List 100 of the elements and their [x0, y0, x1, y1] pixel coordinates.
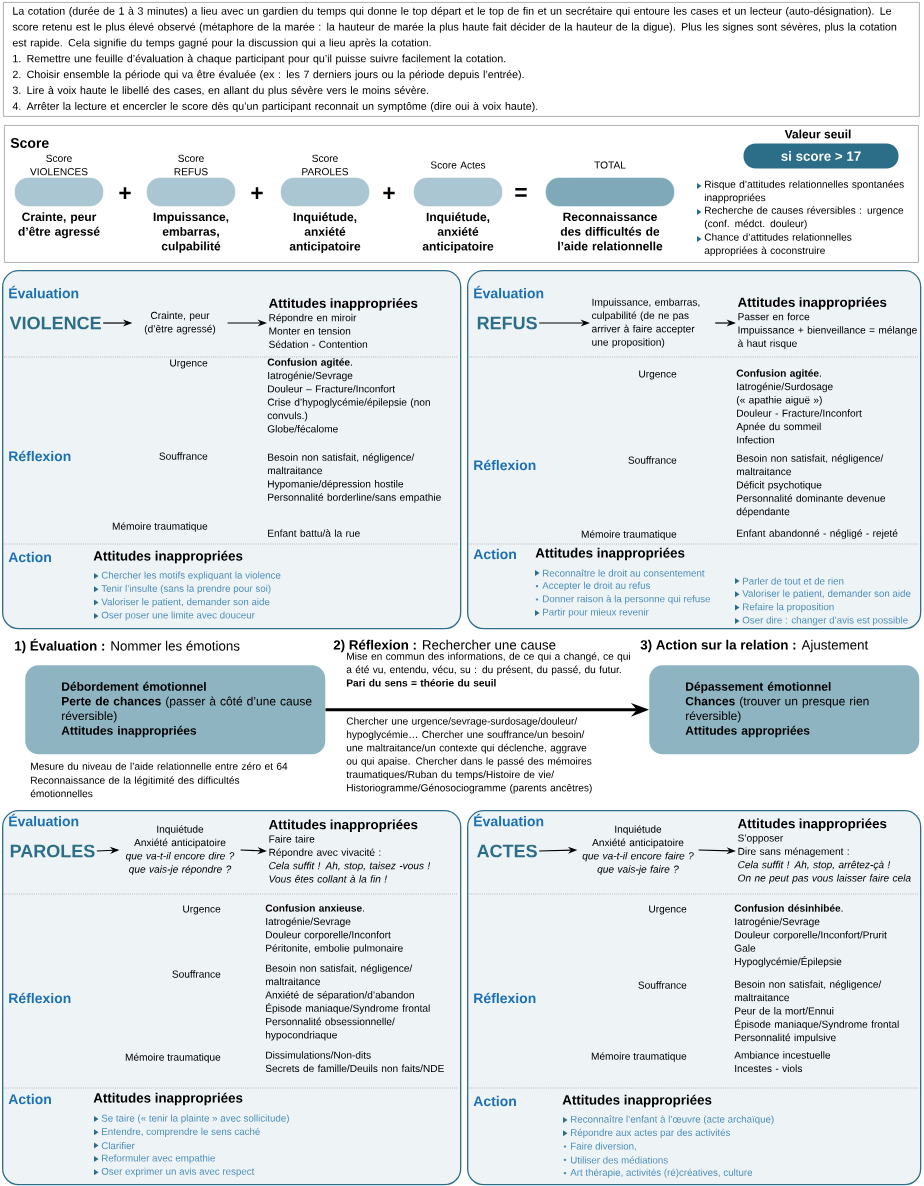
node-label: Débordement émotionnel: [62, 681, 206, 691]
score-slot: TOTAL Reconnaissance des difficultés de l’aide relationnelle: [545, 161, 675, 251]
list-item: Parler de tout et de rien: [735, 577, 844, 585]
row-label: Mémoire traumatique: [581, 530, 677, 540]
list-item: Accepter le droit au refus: [535, 581, 651, 591]
section-heading: Évaluation: [474, 285, 544, 299]
node-label: Hypoglycémie/Épilepsie: [735, 956, 842, 968]
cause-list: Confusion agitée. Iatrogénie/Sevrage Douleur – Fracture/Inconfort Crise d’hypoglycémie/épilepsie (non convuls.) Globe/fécalome: [267, 358, 430, 433]
cause-list: Enfant battu/à la rue: [268, 529, 360, 537]
node-label: Iatrogénie/Sevrage: [735, 917, 820, 928]
score-slot: Score VIOLENCES Crainte, peur d’être agressé: [14, 154, 104, 239]
list-item: Art thérapie, activités (ré)créatives, culture: [563, 1168, 753, 1178]
cause-list: Confusion désinhibée. Iatrogénie/Sevrage Douleur corporelle/Inconfort/Prurit Gale Hypoglycémie/Épilepsie: [734, 904, 887, 968]
node-label: Inquiétude, anxiété anticipatoire: [422, 212, 494, 253]
node-label: Gale: [734, 944, 756, 952]
state-box: Débordement émotionnel Perte de chances (passer à côté d’une cause réversible) Attitudes inappropriées: [25, 665, 326, 755]
node-label: Score PAROLES: [302, 154, 349, 176]
cause-list: Ambiance incestuelle Incestes - viols: [734, 1051, 831, 1073]
row-label: Mémoire traumatique: [125, 1053, 221, 1063]
cause-list: Besoin non satisfait, négligence/ maltraitance Déficit psychotique Personnalité dominante devenue dépendante: [736, 454, 886, 518]
operator-sign: =: [515, 188, 527, 197]
operator-sign: +: [251, 187, 263, 199]
operator-sign: +: [119, 187, 131, 199]
list-item: Reformuler avec empathie: [94, 1154, 215, 1164]
keyword: VIOLENCE: [9, 316, 101, 330]
row-label: Mémoire traumatique: [591, 1052, 687, 1062]
cause-list: Besoin non satisfait, négligence/ maltraitance Hypomanie/dépression hostile Personnalité borderline/sans empathie: [267, 453, 441, 503]
cause-list: Enfant abandonné - négligé - rejeté: [737, 529, 898, 539]
list-item: Faire diversion,: [563, 1142, 636, 1151]
list-heading: Attitudes inappropriées: [535, 547, 685, 561]
list-item: Utiliser des médiations: [563, 1156, 668, 1164]
node-label: Personnalité impulsive: [735, 1033, 836, 1044]
section-heading: Évaluation: [474, 813, 544, 827]
feeling-text: Crainte, peur (d’être agressé): [144, 311, 216, 335]
score-slot: Score REFUS Impuissance, embarras, culpabilité: [146, 154, 236, 253]
list-heading: Attitudes inappropriées: [93, 1092, 243, 1106]
node-label: Confusion agitée.: [736, 369, 821, 379]
operator-sign: +: [383, 187, 395, 199]
list-item: Reconnaître le droit au consentement: [535, 569, 705, 577]
badge-heading: Valeur seuil: [784, 129, 851, 139]
list-heading: Attitudes inappropriées: [93, 550, 243, 564]
bullet-item: Risque d’attitudes relationnelles spontanées inappropriées: [697, 180, 904, 204]
step-heading: 3) Action sur la relation : Ajustement: [640, 639, 869, 653]
row-label: Urgence: [183, 905, 221, 915]
node-label: Douleur corporelle/Inconfort: [266, 930, 391, 941]
panel-heading: Score: [10, 138, 49, 148]
row-label: Souffrance: [172, 970, 221, 978]
node-label: Besoin non satisfait, négligence/ maltraitance: [734, 980, 882, 1002]
row-label: Urgence: [170, 359, 208, 369]
cause-list: Besoin non satisfait, négligence/ maltraitance Anxiété de séparation/d’abandon Épisode maniaque/Syndrome frontal Personnalité obsessionnelle/ hypocondriaque: [265, 964, 430, 1041]
list-item: Valoriser le patient, demander son aide: [735, 589, 911, 599]
node-label: Apnée du sommeil: [736, 422, 821, 433]
feeling-text: Inquiétude Anxiété anticipatoire que va-t-il encore dire ? que vais-je répondre ?: [126, 825, 235, 875]
list-item: Reconnaître l’enfant à l’œuvre (acte archaïque): [563, 1115, 774, 1125]
node-label: Infection: [737, 436, 774, 444]
list-item: Tenir l’insulte (sans la prendre pour soi): [94, 584, 271, 594]
row-label: Urgence: [649, 905, 687, 915]
list-item: Oser exprimer un avis avec respect: [94, 1167, 255, 1177]
section-heading: Réflexion: [9, 992, 71, 1004]
list-item: Entendre, comprendre le sens caché: [94, 1127, 260, 1137]
cause-list: Confusion agitée. Iatrogénie/Surdosage (« apathie aiguë ») Douleur - Fracture/Inconfort Apnée du sommeil Infection: [736, 369, 862, 444]
list-item: Répondre aux actes par des activités: [563, 1128, 731, 1138]
row-label: Mémoire traumatique: [112, 522, 208, 532]
list-item: Valoriser le patient, demander son aide: [94, 598, 270, 608]
section-heading: Action: [8, 551, 51, 563]
note-text: Mesure du niveau de l’aide relationnelle entre zéro et 64: [31, 762, 288, 770]
row-label: Souffrance: [159, 452, 208, 460]
node-label: Confusion anxieuse.: [265, 904, 364, 912]
score-slot: Score Actes Inquiétude, anxiété anticipatoire: [413, 161, 503, 253]
node-label: Besoin non satisfait, négligence/ maltraitance: [265, 964, 413, 986]
node-label: Globe/fécalome: [267, 424, 338, 433]
section-heading: Action: [473, 548, 516, 560]
list-item: Se taire (« tenir la plainte » avec sollicitude): [94, 1114, 289, 1124]
attitude-list: Attitudes inappropriées Faire taire Répondre avec vivacité : Cela suffit ! Ah, stop, taisez -vous ! Vous êtes collant à la fin !: [268, 819, 431, 883]
node-label: Douleur - Fracture/Inconfort: [737, 409, 862, 417]
node-label: Iatrogénie/Sevrage: [266, 917, 351, 928]
node-label: Score REFUS: [174, 154, 208, 176]
section-heading: Réflexion: [9, 450, 71, 462]
score-slot: Score PAROLES Inquiétude, anxiété anticipatoire: [280, 154, 370, 253]
list-item: Chercher les motifs expliquant la violence: [94, 571, 281, 581]
node-label: TOTAL: [594, 161, 626, 169]
list-item: Partir pour mieux revenir: [535, 608, 649, 618]
attitude-list: Attitudes inappropriées Passer en force Impuissance + bienveillance = mélange à haut risque: [737, 297, 917, 349]
attitude-list: Attitudes inappropriées S’opposer Dire sans ménagement : Cela suffit ! Ah, stop, arrêtez-çà ! On ne peut pas vous laisser faire cela: [737, 818, 911, 884]
node-label: Douleur – Fracture/Inconfort: [268, 385, 396, 393]
node-label: Score VIOLENCES: [30, 154, 88, 176]
node-label: Crise d’hypoglycémie/épilepsie (non convuls.): [267, 398, 430, 422]
list-item: Oser dire : changer d’avis est possible: [735, 616, 908, 626]
node-label: Iatrogénie/Sevrage: [268, 371, 353, 382]
row-label: Urgence: [639, 370, 677, 380]
section-heading: Action: [8, 1093, 51, 1105]
node-label: Péritonite, embolie pulmonaire: [266, 944, 403, 954]
row-label: Souffrance: [638, 981, 687, 989]
list-item: Clarifier: [94, 1142, 135, 1150]
note-text: Chercher une urgence/sevrage-surdosage/douleur/ hypoglycémie… Chercher une souffrance/un besoin/ une maltraitance/un contexte qui déclenche, aggrave ou qui apaise. Chercher dans le passé des mémoires traumatiques/Ruban du temps/Histoire de vie/ Historiogramme/Génosociogramme (parents ancêtres): [346, 717, 592, 794]
section-heading: Action: [473, 1095, 516, 1107]
node-label: Attitudes inappropriées: [61, 725, 197, 738]
node-label: Crainte, peur d’être agressé: [18, 212, 100, 239]
node-label: Peur de la mort/Ennui: [735, 1007, 834, 1015]
cause-list: Besoin non satisfait, négligence/ maltraitance Peur de la mort/Ennui Épisode maniaque/Syndrome frontal Personnalité impulsive: [734, 980, 899, 1044]
